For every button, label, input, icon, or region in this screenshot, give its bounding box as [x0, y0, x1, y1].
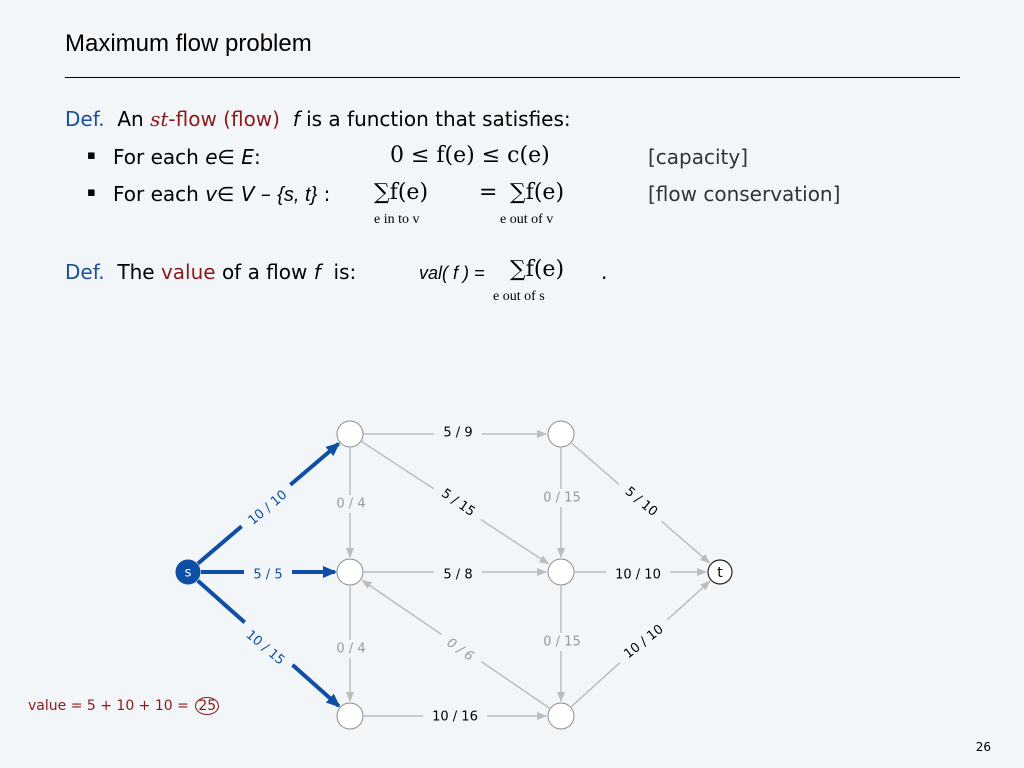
- def2-is: is:: [333, 260, 357, 284]
- edge-label-bg-e-t: [606, 566, 670, 584]
- capacity-note: [capacity]: [648, 145, 749, 169]
- edge-label-a-d: 5 / 9: [443, 426, 472, 441]
- def-label: Def.: [65, 107, 105, 131]
- def-f: f: [292, 107, 300, 131]
- conservation-set: V: [240, 182, 255, 206]
- conservation-colon: :: [323, 182, 331, 206]
- edge-label-bg-a-e: [429, 479, 487, 527]
- capacity-set: E: [241, 145, 254, 169]
- def-st: st: [150, 107, 169, 131]
- edge-label-bg-f-t: [613, 615, 675, 669]
- edge-label-f-t: 10 / 10: [621, 622, 666, 662]
- node-d: [547, 420, 575, 448]
- def2-label: Def.: [65, 260, 105, 284]
- conservation-sub-left: e in to v: [374, 212, 420, 227]
- edge-label-s-c: 10 / 15: [243, 628, 288, 669]
- edge-label-s-b: 5 / 5: [253, 568, 282, 583]
- def2-f: f: [313, 260, 321, 284]
- slide-title: Maximum flow problem: [65, 30, 312, 57]
- node-label-s: s: [185, 566, 192, 581]
- capacity-formula: 0 ≤ f(e) ≤ c(e): [390, 143, 550, 168]
- edge-label-bg-a-d: [434, 424, 482, 442]
- edge-label-s-a: 10 / 10: [246, 488, 291, 529]
- bullet-icon: ▪: [87, 148, 96, 163]
- edge-label-b-c: 0 / 4: [336, 642, 365, 657]
- conservation-note: [flow conservation]: [648, 182, 841, 206]
- title-divider: [65, 77, 960, 78]
- def2-period: .: [601, 260, 608, 284]
- edge-label-e-t: 10 / 10: [615, 568, 661, 583]
- capacity-var: e: [205, 145, 218, 169]
- def2-sum: ∑f(e): [510, 257, 565, 282]
- value-total: 25: [195, 697, 220, 715]
- def-term: -flow (flow): [168, 107, 280, 131]
- edge-label-bg-c-f: [423, 708, 487, 726]
- def2-term: value: [160, 260, 216, 284]
- conservation-elem: ∈: [217, 182, 235, 206]
- edge-label-bg-f-b: [435, 628, 485, 672]
- edge-label-bg-d-t: [613, 477, 669, 527]
- edge-label-a-b: 0 / 4: [336, 497, 365, 512]
- conservation-sub-right: e out of v: [500, 212, 554, 227]
- node-s: [175, 559, 201, 585]
- edge-label-bg-d-e: [534, 489, 590, 507]
- conservation-set-text: {s, t}: [277, 184, 318, 206]
- node-e: [547, 558, 575, 586]
- definition-1: Def. An st-flow (flow) f is a function t…: [65, 107, 571, 131]
- conservation-sum-left: ∑f(e): [374, 180, 429, 205]
- node-a: [336, 420, 364, 448]
- node-label-t: t: [717, 565, 723, 581]
- edge-label-bg-b-c: [327, 640, 375, 658]
- conservation-minus: –: [260, 182, 271, 206]
- def2-rest: of a flow: [221, 260, 308, 284]
- value-label: value = 5 + 10 + 10 =: [28, 698, 189, 714]
- capacity-prefix: For each: [113, 145, 199, 169]
- capacity-elem: ∈: [217, 145, 235, 169]
- edge-label-bg-s-a: [237, 480, 299, 536]
- edge-label-e-f: 0 / 15: [543, 635, 580, 650]
- def2-val-expr: val( f ) =: [419, 263, 485, 283]
- edge-label-bg-e-f: [534, 633, 590, 651]
- bullet-icon: ▪: [87, 185, 96, 200]
- node-b: [336, 558, 364, 586]
- def-rest: is a function that satisfies:: [306, 107, 571, 131]
- node-c: [336, 702, 364, 730]
- def2-the: The: [117, 260, 155, 284]
- value-annotation: value = 5 + 10 + 10 = 25: [28, 697, 220, 715]
- def2-sub: e out of s: [493, 289, 545, 304]
- edge-label-bg-a-b: [327, 495, 375, 513]
- capacity-rule: For each e∈ E:: [113, 145, 261, 169]
- conservation-prefix: For each: [113, 182, 199, 206]
- capacity-colon: :: [253, 145, 261, 169]
- definition-2: Def. The value of a flow f is:: [65, 260, 363, 284]
- page-number: 26: [975, 740, 991, 754]
- node-t: [707, 559, 733, 585]
- conservation-equals: =: [479, 180, 498, 205]
- conservation-rule: For each v∈ V – {s, t} :: [113, 182, 330, 207]
- edge-label-b-e: 5 / 8: [443, 568, 472, 583]
- conservation-var: v: [205, 182, 218, 206]
- edge-label-c-f: 10 / 16: [432, 710, 478, 725]
- edge-label-d-e: 0 / 15: [543, 491, 580, 506]
- edge-label-bg-s-b: [244, 566, 292, 584]
- node-f: [547, 702, 575, 730]
- def-an: An: [117, 107, 144, 131]
- conservation-sum-right: ∑f(e): [510, 180, 565, 205]
- edge-label-bg-b-e: [434, 566, 482, 584]
- edge-label-bg-s-c: [234, 620, 296, 676]
